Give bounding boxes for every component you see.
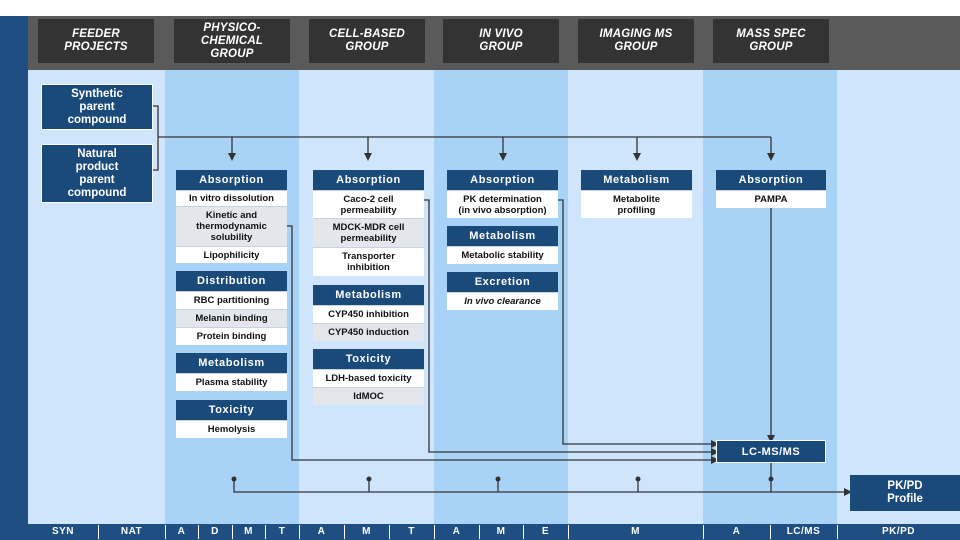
invivo-metabolic-stability: Metabolic stability xyxy=(447,246,558,264)
bottom-label-physico-t: T xyxy=(278,526,286,537)
bottom-label-cell-a: A xyxy=(317,526,326,537)
header-cell-based-group: CELL-BASED GROUP xyxy=(309,19,425,63)
dot-massspec xyxy=(768,476,774,482)
bottom-separator xyxy=(344,525,345,539)
cell-idmoc: IdMOC xyxy=(313,387,424,405)
massspec-pampa: PAMPA xyxy=(716,190,826,208)
bottom-label-cell-t: T xyxy=(408,526,415,537)
physico-solubility: Kinetic and thermodynamic solubility xyxy=(176,206,287,246)
pkpd-collector-line xyxy=(233,479,852,496)
header-in-vivo-group: IN VIVO GROUP xyxy=(443,19,559,63)
cell-cyp450-induction: CYP450 induction xyxy=(313,323,424,341)
bottom-separator xyxy=(434,525,435,539)
dot-physico xyxy=(231,476,237,482)
bottom-label-invivo-a: A xyxy=(452,526,461,537)
bottom-separator xyxy=(299,525,300,539)
bottom-separator xyxy=(568,525,569,539)
bottom-label-physico-d: D xyxy=(211,526,219,537)
physico-metabolism-header: Metabolism xyxy=(176,353,287,373)
bottom-separator xyxy=(98,525,99,539)
bottom-label-nat: NAT xyxy=(120,526,143,537)
cell-absorption-header: Absorption xyxy=(313,170,424,190)
dot-invivo xyxy=(495,476,501,482)
bottom-label-physico-m: M xyxy=(244,526,253,537)
bottom-separator xyxy=(389,525,390,539)
lcms-box: LC-MS/MS xyxy=(716,440,826,463)
pkpd-profile-box: PK/PD Profile xyxy=(850,475,960,511)
cell-caco2-permeability: Caco-2 cell permeability xyxy=(313,190,424,218)
imaging-metabolism-header: Metabolism xyxy=(581,170,692,190)
column-pkpd-bg xyxy=(837,70,960,524)
physico-hemolysis: Hemolysis xyxy=(176,420,287,438)
bottom-separator xyxy=(198,525,199,539)
bottom-separator xyxy=(770,525,771,539)
physico-to-lcms xyxy=(287,225,719,464)
physico-plasma-stability: Plasma stability xyxy=(176,373,287,391)
physico-rbc-partitioning: RBC partitioning xyxy=(176,291,287,309)
bottom-separator xyxy=(232,525,233,539)
bottom-label-physico-a: A xyxy=(177,526,186,537)
invivo-to-lcms xyxy=(558,199,719,448)
bottom-label-invivo-e: E xyxy=(541,526,550,537)
header-feeder-projects: FEEDER PROJECTS xyxy=(38,19,154,63)
bottom-label-pkpd: PK/PD xyxy=(881,526,916,537)
bottom-label-bar xyxy=(0,524,960,540)
cell-cyp450-inhibition: CYP450 inhibition xyxy=(313,305,424,323)
physico-in-vitro-dissolution: In vitro dissolution xyxy=(176,190,287,206)
bottom-separator xyxy=(479,525,480,539)
header-physico-chemical-group: PHYSICO- CHEMICAL GROUP xyxy=(174,19,290,63)
imaging-metabolite-profiling: Metabolite profiling xyxy=(581,190,692,218)
cell-ldh-toxicity: LDH-based toxicity xyxy=(313,369,424,387)
cell-transporter-inhibition: Transporter inhibition xyxy=(313,247,424,276)
column-imaging-bg xyxy=(568,70,703,524)
invivo-metabolism-header: Metabolism xyxy=(447,226,558,246)
physico-distribution-header: Distribution xyxy=(176,271,287,291)
cell-toxicity-header: Toxicity xyxy=(313,349,424,369)
bottom-separator xyxy=(837,525,838,539)
cell-mdck-mdr-permeability: MDCK-MDR cell permeability xyxy=(313,218,424,247)
natural-product-parent-compound: Natural product parent compound xyxy=(41,144,153,203)
bottom-label-imaging-m: M xyxy=(631,526,640,537)
feeder-bracket-line xyxy=(152,105,159,171)
physico-protein-binding: Protein binding xyxy=(176,327,287,345)
bottom-separator xyxy=(523,525,524,539)
cell-to-lcms xyxy=(424,199,719,456)
header-imaging-ms-group: IMAGING MS GROUP xyxy=(578,19,694,63)
invivo-excretion-header: Excretion xyxy=(447,272,558,292)
bottom-label-syn: SYN xyxy=(51,526,75,537)
bottom-label-invivo-m: M xyxy=(496,526,506,537)
invivo-absorption-header: Absorption xyxy=(447,170,558,190)
physico-melanin-binding: Melanin binding xyxy=(176,309,287,327)
bottom-separator xyxy=(265,525,266,539)
physico-toxicity-header: Toxicity xyxy=(176,400,287,420)
bottom-label-massspec-a: A xyxy=(732,526,741,537)
bottom-label-cell-m: M xyxy=(362,526,371,537)
invivo-pk-determination: PK determination (in vivo absorption) xyxy=(447,190,558,218)
bottom-separator xyxy=(703,525,704,539)
physico-lipophilicity: Lipophilicity xyxy=(176,246,287,263)
left-edge-bar xyxy=(0,16,28,540)
synthetic-parent-compound: Synthetic parent compound xyxy=(41,84,153,130)
dot-imaging xyxy=(635,476,641,482)
cell-metabolism-header: Metabolism xyxy=(313,285,424,305)
bottom-separator xyxy=(165,525,166,539)
bottom-label-lcms: LC/MS xyxy=(786,526,821,537)
physico-absorption-header: Absorption xyxy=(176,170,287,190)
invivo-clearance: In vivo clearance xyxy=(447,292,558,310)
massspec-absorption-header: Absorption xyxy=(716,170,826,190)
dot-cell xyxy=(366,476,372,482)
header-mass-spec-group: MASS SPEC GROUP xyxy=(713,19,829,63)
